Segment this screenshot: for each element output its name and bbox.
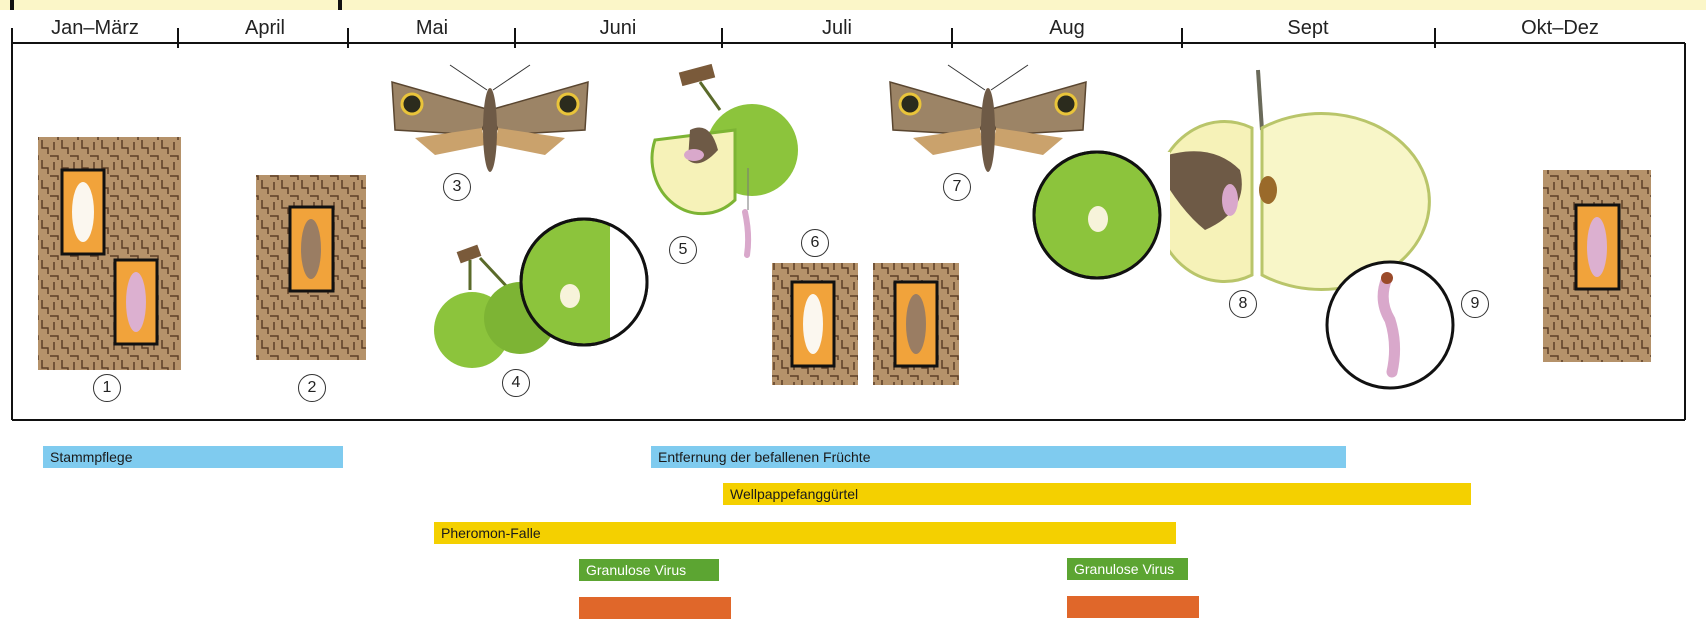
moth-icon [392,65,588,172]
stage-number-4: 4 [502,369,530,397]
stage-number-7: 7 [943,173,971,201]
egg-magnifier-icon [1034,152,1170,278]
measure-bar-granulose-2: Granulose Virus [1067,558,1188,580]
bark-cocoon-icon [38,137,181,370]
measure-bar-orange-2 [1067,596,1199,618]
measure-bar-stammpflege: Stammpflege [43,446,343,468]
stage-number-6: 6 [801,229,829,257]
stage-number-3: 3 [443,173,471,201]
apple-cut-icon [1154,70,1429,289]
stage-number-9: 9 [1461,290,1489,318]
larva-icon [1327,262,1453,388]
bark-cocoon-icon [772,263,959,385]
egg-magnifier-icon [521,219,647,345]
measure-bar-granulose-1: Granulose Virus [579,559,719,581]
stage-number-5: 5 [669,236,697,264]
measure-bar-entfernung: Entfernung der befallenen Früchte [651,446,1346,468]
stage-number-2: 2 [298,374,326,402]
stage-number-1: 1 [93,374,121,402]
measure-bar-pheromon: Pheromon-Falle [434,522,1176,544]
apple-cut-icon [652,64,798,255]
moth-icon [890,65,1086,172]
stage-number-8: 8 [1229,290,1257,318]
bark-cocoon-icon [1543,170,1651,362]
bark-pupa-icon [256,175,366,360]
measure-bar-orange-1 [579,597,731,619]
measure-bar-wellpappe: Wellpappefanggürtel [723,483,1471,505]
